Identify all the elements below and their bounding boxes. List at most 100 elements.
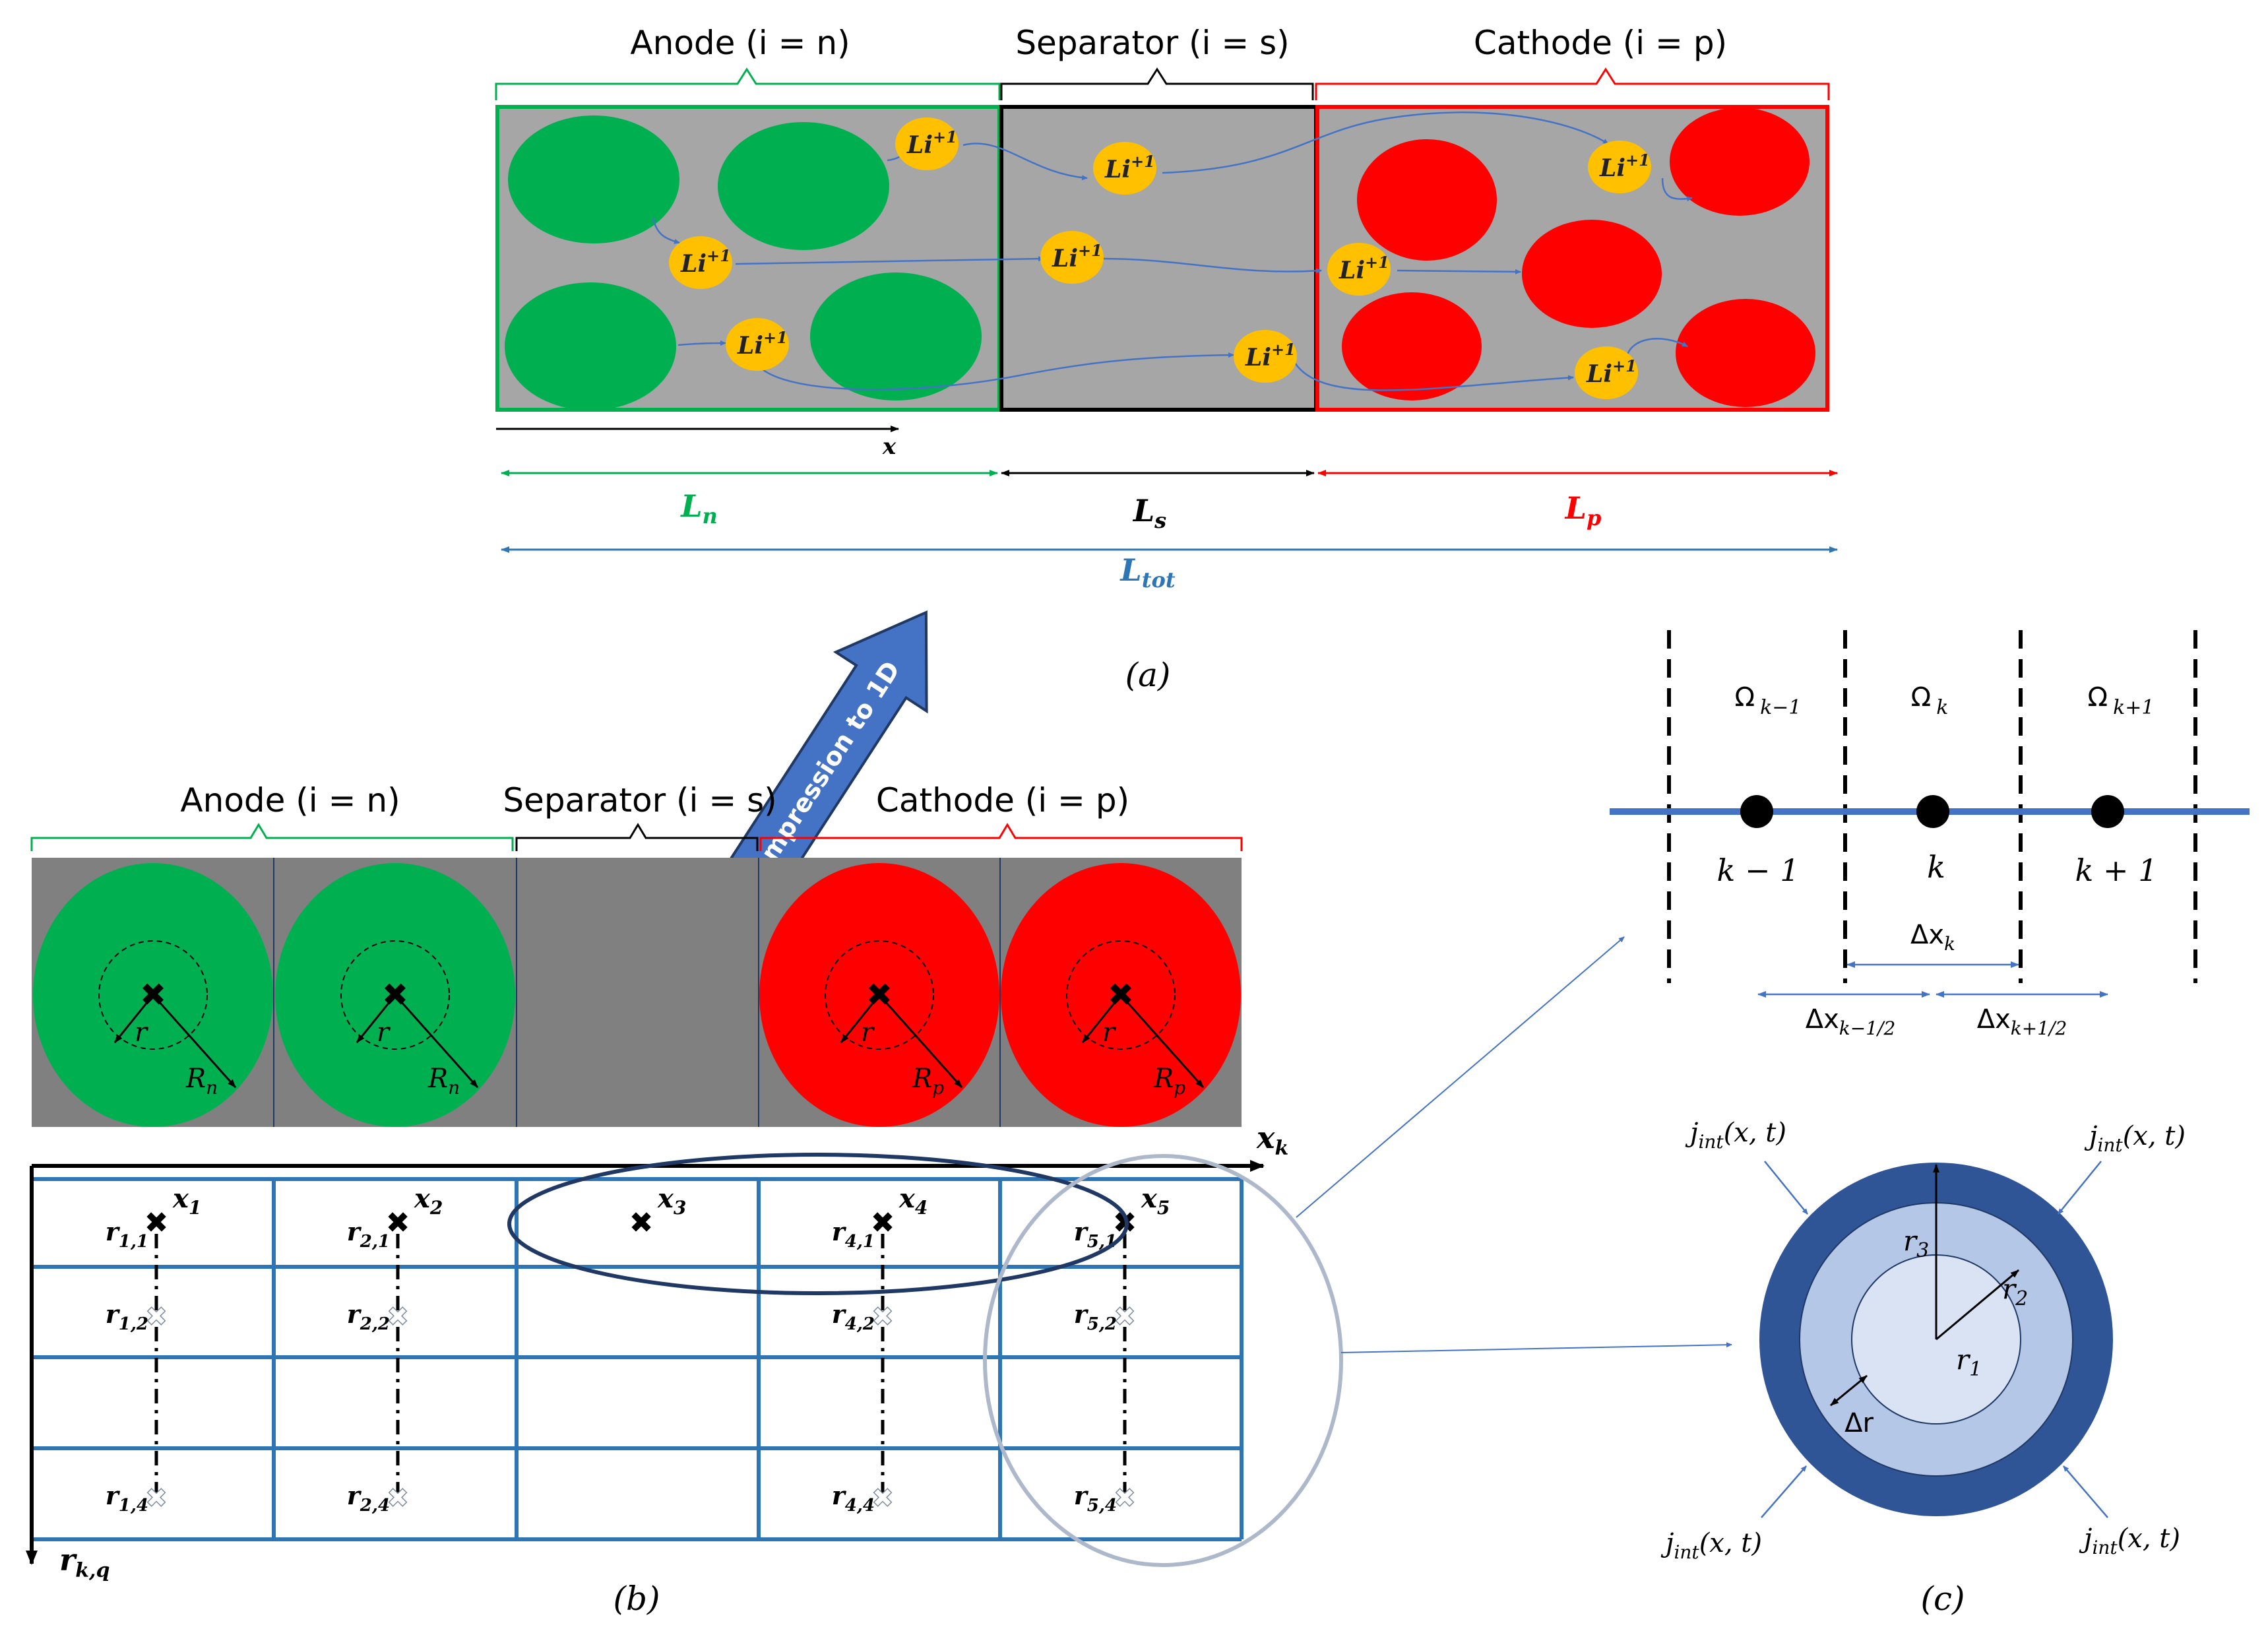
radial-node-icon: ✖ xyxy=(871,1302,894,1332)
x-node-label: x3 xyxy=(657,1183,686,1219)
svg-text:Li+1: Li+1 xyxy=(737,328,788,360)
anode-particle xyxy=(508,115,679,243)
node-prev xyxy=(1740,795,1773,828)
radial-node-icon: ✖ xyxy=(871,1483,894,1514)
length-separator-label: Ls xyxy=(1132,493,1166,533)
electrode-particle: ✖ rRn xyxy=(275,863,515,1127)
cathode-particle xyxy=(1357,139,1497,261)
particle-radius-label: Rp xyxy=(912,1064,944,1099)
li-ion: Li+1 xyxy=(1234,330,1297,383)
separator-brace-b xyxy=(515,823,759,851)
control-volume-boundaries xyxy=(1667,630,2197,983)
r2-arrow xyxy=(1936,1269,2019,1341)
separator-label-a: Separator (i = s) xyxy=(1015,24,1289,62)
node-curr-label: k xyxy=(1927,849,1945,885)
node-cross-icon: ✖ xyxy=(629,1206,654,1240)
anode-label-a: Anode (i = n) xyxy=(630,24,850,62)
highlight-ellipse-row xyxy=(507,1153,1129,1295)
flux-label: jint(x, t) xyxy=(2084,1121,2186,1156)
highlight-ellipse-column xyxy=(983,1154,1343,1567)
electrode-particle: ✖ rRn xyxy=(33,863,273,1127)
cathode-brace-a xyxy=(1315,67,1830,100)
svg-text:Li+1: Li+1 xyxy=(1245,340,1296,371)
dx-minus-label: Δxk−1/2 xyxy=(1806,1004,1896,1039)
node-next xyxy=(2091,795,2124,828)
cathode-particle xyxy=(1522,220,1662,328)
cathode-particle xyxy=(1670,108,1810,216)
panel-b: Anode (i = n) Separator (i = s) Cathode … xyxy=(26,781,1343,1618)
anode-particle xyxy=(505,282,676,410)
xk-axis-label: xk xyxy=(1256,1120,1288,1160)
li-ion: Li+1 xyxy=(1093,142,1156,195)
flux-label: jint(x, t) xyxy=(1685,1118,1786,1153)
radial-node-label: r1,2 xyxy=(106,1299,148,1334)
separator-label-b: Separator (i = s) xyxy=(503,781,776,819)
x-node-label: x2 xyxy=(414,1183,443,1219)
radius-label: r xyxy=(1102,1017,1117,1048)
svg-text:Li+1: Li+1 xyxy=(1586,356,1637,388)
radius-label: r xyxy=(135,1017,149,1048)
cathode-region xyxy=(1315,105,1829,412)
center-cross-icon: ✖ xyxy=(382,977,408,1013)
radial-node-icon: ✖ xyxy=(387,1483,409,1514)
cathode-label-a: Cathode (i = p) xyxy=(1474,24,1727,62)
radius-label: r xyxy=(861,1017,875,1048)
radial-node-icon: ✖ xyxy=(387,1302,409,1332)
center-cross-icon: ✖ xyxy=(866,977,893,1013)
radial-node-label: r5,4 xyxy=(1074,1481,1117,1516)
radial-node-label: r2,2 xyxy=(347,1299,390,1334)
radial-node-icon: ✖ xyxy=(1114,1483,1136,1514)
flux-label: jint(x, t) xyxy=(1660,1528,1762,1563)
x-axis-label-a: x xyxy=(882,433,897,460)
radial-node-label: r4,1 xyxy=(832,1217,875,1252)
center-cross-icon: ✖ xyxy=(1108,977,1134,1013)
electrode-particle: ✖ rRp xyxy=(1001,863,1241,1127)
r1-label: r1 xyxy=(1956,1343,1982,1381)
cathode-brace-b xyxy=(759,823,1243,851)
radial-node-label: r2,4 xyxy=(347,1481,390,1516)
discretization-grid xyxy=(32,1177,1244,1541)
radius-label: r xyxy=(377,1017,391,1048)
rkq-axis-label: rk,q xyxy=(59,1542,110,1582)
connector-line-bottom xyxy=(1340,1342,1732,1353)
x-node-label: x5 xyxy=(1141,1183,1170,1219)
node-prev-label: k − 1 xyxy=(1717,852,1800,888)
connector-line-top xyxy=(1296,936,1625,1218)
radial-node-label: r1,1 xyxy=(106,1217,148,1252)
dr-arrow xyxy=(1830,1374,1868,1407)
separator-brace-a xyxy=(1000,67,1314,100)
li-ion: Li+1 xyxy=(726,318,789,371)
particle-radius-label: Rp xyxy=(1153,1064,1185,1099)
anode-particle xyxy=(810,272,982,401)
anode-particle xyxy=(718,122,889,250)
caption-c: (c) xyxy=(1920,1580,1965,1618)
cathode-particle xyxy=(1342,292,1482,401)
r3-label: r3 xyxy=(1903,1225,1929,1262)
radial-node-label: r2,1 xyxy=(347,1217,390,1252)
cathode-label-b: Cathode (i = p) xyxy=(876,781,1129,819)
particle-radius-label: Rn xyxy=(185,1064,218,1099)
grid-nodes: x1✖x2✖x3✖x4✖x5✖✖✖r1,1r1,2r1,4✖✖r2,1r2,2r… xyxy=(106,1183,1170,1516)
li-ion: Li+1 xyxy=(1327,243,1391,296)
radial-node-label: r5,1 xyxy=(1074,1217,1117,1252)
panel-a: Anode (i = n) Separator (i = s) Cathode … xyxy=(495,24,1838,694)
radial-node-label: r4,4 xyxy=(832,1481,875,1516)
radial-node-icon: ✖ xyxy=(145,1302,168,1332)
caption-b: (b) xyxy=(613,1580,660,1618)
x-node-label: x4 xyxy=(898,1183,928,1219)
length-anode-label: Ln xyxy=(679,488,718,529)
li-ion: Li+1 xyxy=(1588,141,1651,193)
dx-k-label: Δxk xyxy=(1910,920,1955,955)
flux-arrows xyxy=(1761,1161,2108,1518)
anode-brace-a xyxy=(495,67,1001,100)
anode-brace-b xyxy=(30,823,514,851)
li-ion: Li+1 xyxy=(669,236,732,289)
center-cross-icon: ✖ xyxy=(140,977,166,1013)
particle-radius-label: Rn xyxy=(427,1064,460,1099)
li-ion: Li+1 xyxy=(895,117,959,170)
